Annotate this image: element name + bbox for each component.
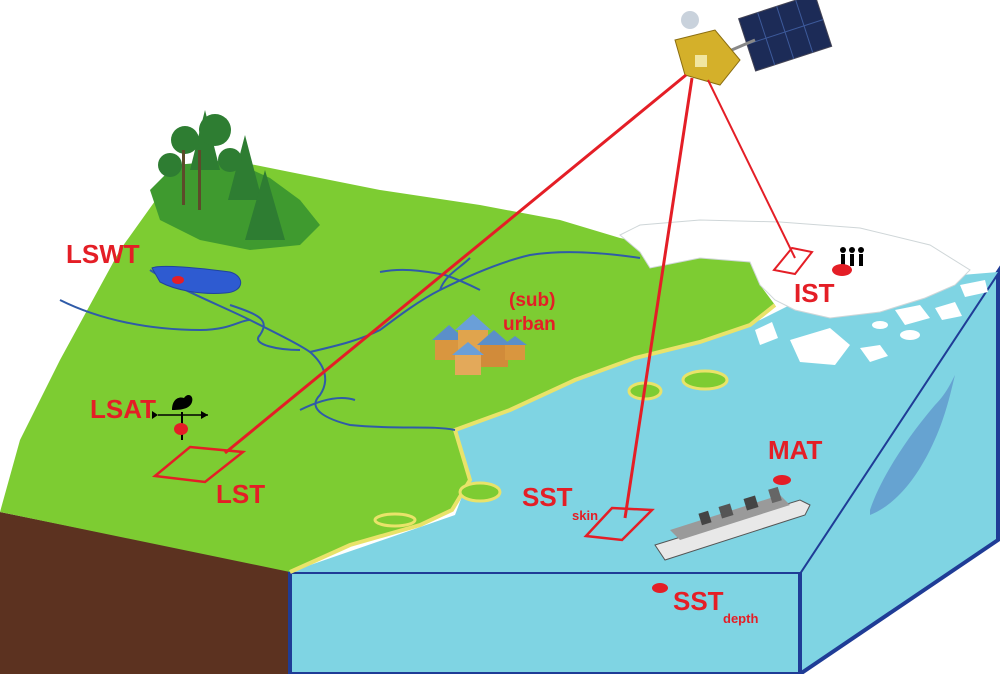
suburban-label-line2: urban <box>503 314 556 335</box>
fish-icon <box>870 375 955 515</box>
island <box>458 481 502 503</box>
houses-icon <box>432 314 527 375</box>
lst-footprint <box>151 445 247 484</box>
island <box>681 369 729 391</box>
soil-cross-section <box>0 512 295 674</box>
suburban-label-line1: (sub) <box>509 290 555 311</box>
people-icon <box>840 247 864 266</box>
ice-sheet <box>619 219 971 319</box>
ship-icon <box>654 486 811 561</box>
lswt-marker <box>172 276 184 284</box>
sst-skin-footprint <box>583 506 655 542</box>
lst-label: LST <box>216 479 265 509</box>
ice-floe <box>790 328 850 365</box>
tree-icon <box>158 110 285 240</box>
mat-label: MAT <box>768 435 823 465</box>
ice-floe <box>755 322 778 345</box>
lsat-marker <box>174 423 188 435</box>
sst-skin-label-main: SST <box>522 482 573 512</box>
ice-floe <box>960 280 988 297</box>
sst-skin-label-sub: skin <box>572 508 598 523</box>
mat-marker <box>773 475 791 485</box>
lake <box>151 265 242 294</box>
island <box>373 512 417 528</box>
sst-depth-label-main: SST <box>673 586 724 616</box>
ice-floe <box>900 330 920 340</box>
ice-floe <box>935 302 962 320</box>
satellite-icon <box>674 0 833 86</box>
ist-marker <box>832 264 852 276</box>
ice-floe <box>860 345 888 362</box>
observation-lines <box>224 73 796 519</box>
ice-floe <box>872 321 888 329</box>
sst-depth-marker <box>652 583 668 593</box>
lsat-label: LSAT <box>90 394 156 424</box>
land-surface <box>0 160 775 572</box>
lswt-label: LSWT <box>66 239 140 269</box>
ist-footprint <box>772 246 814 276</box>
ice-floe <box>895 305 930 325</box>
sst-depth-label-sub: depth <box>723 611 758 626</box>
shoreline <box>289 303 777 574</box>
ist-label: IST <box>794 278 835 308</box>
